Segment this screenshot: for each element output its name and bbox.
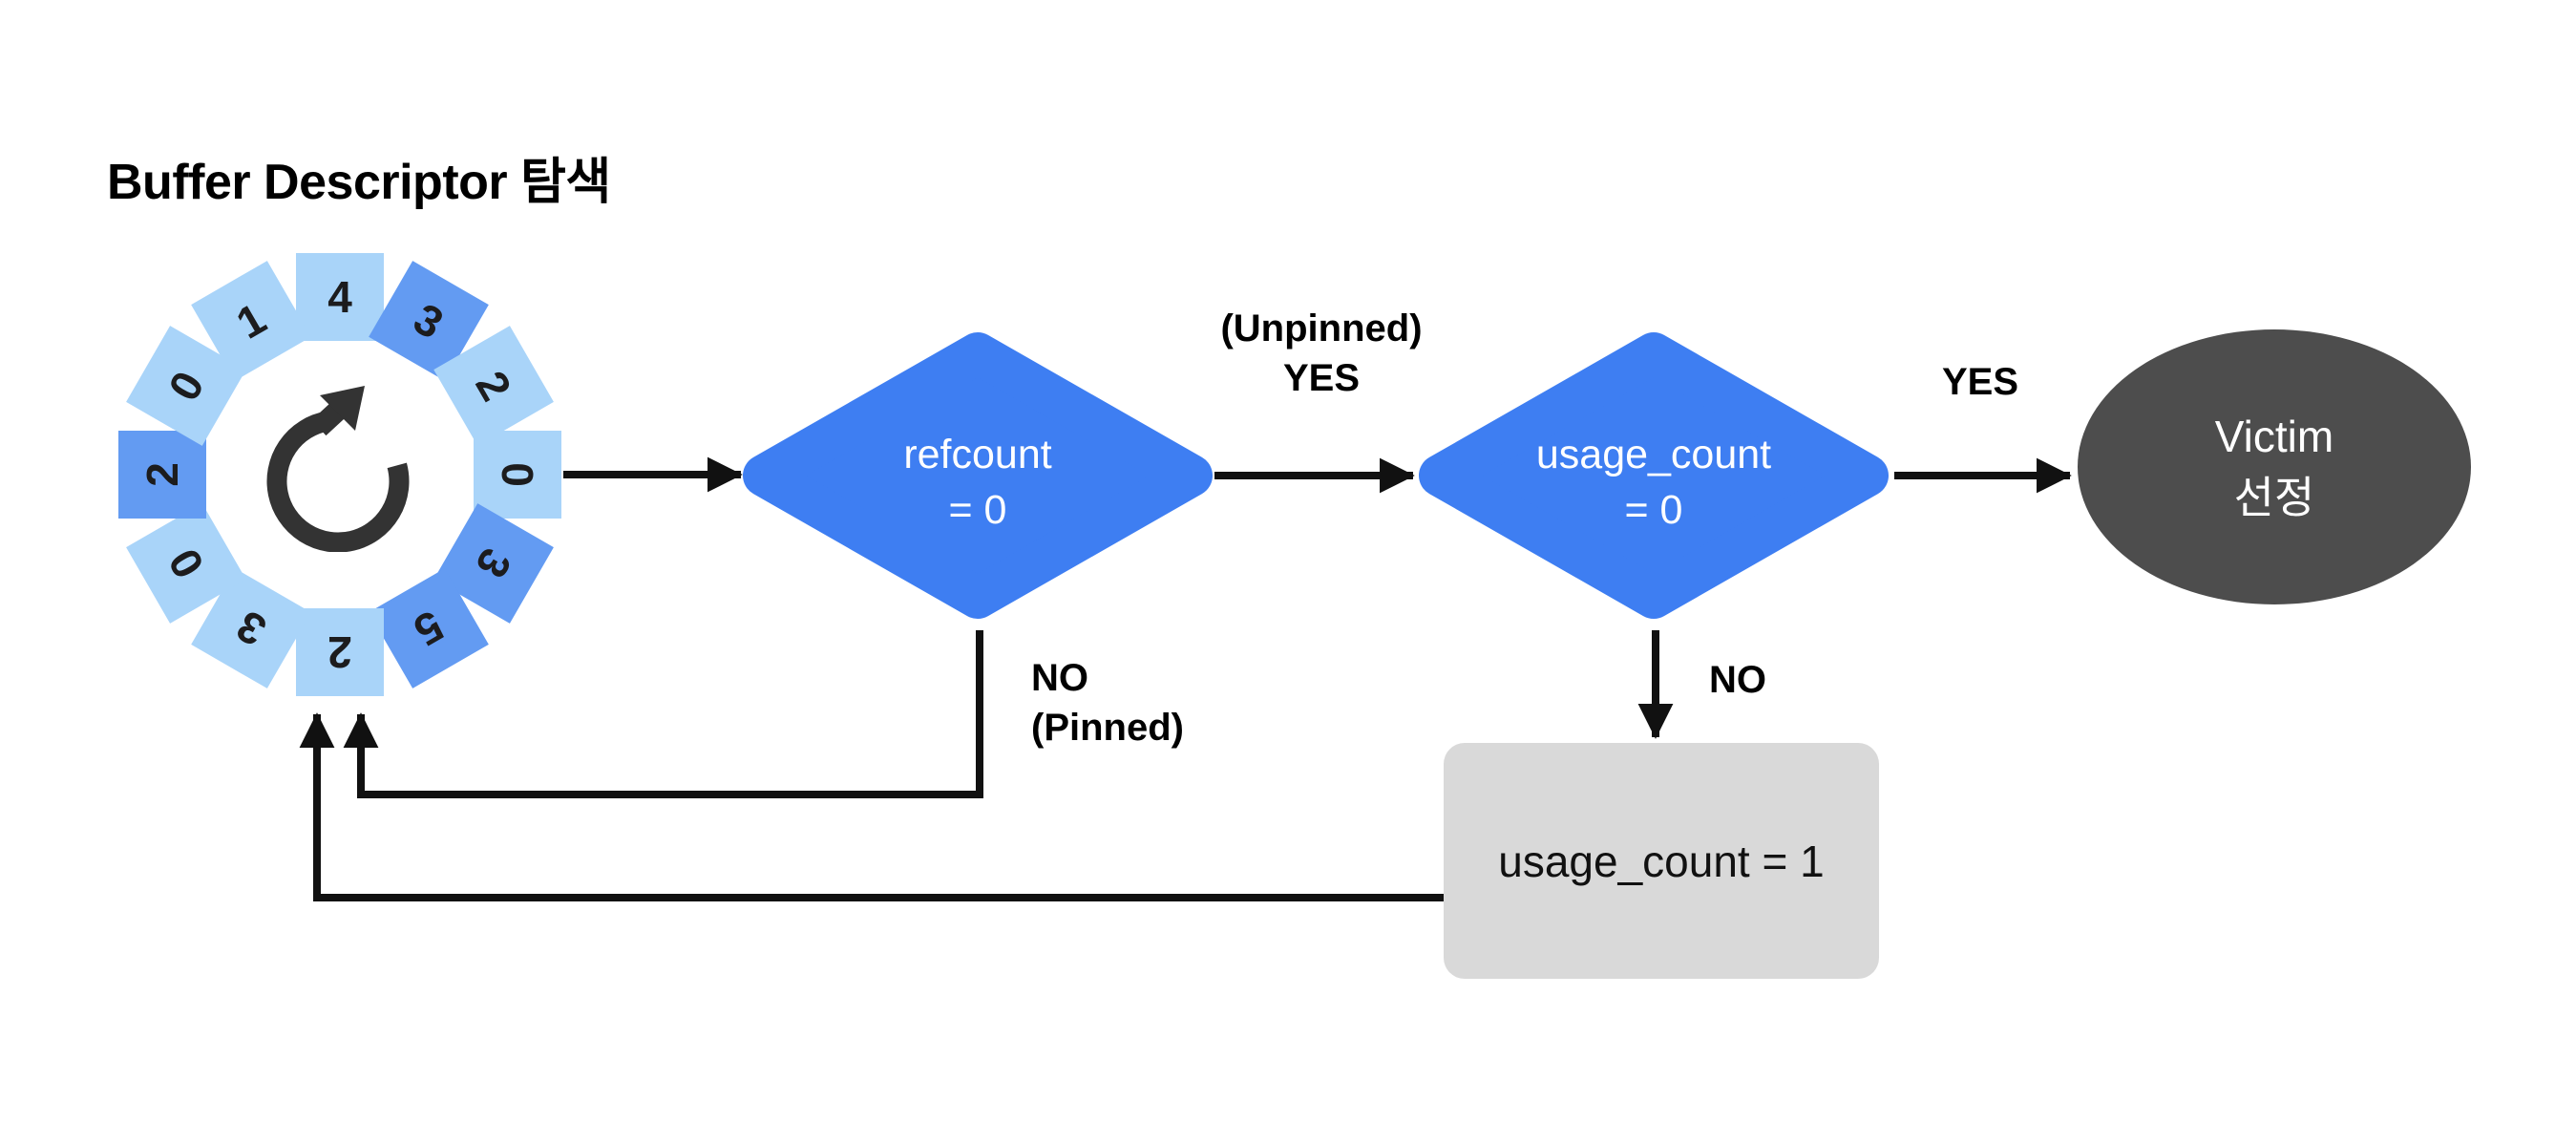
no-pinned-line1: NO bbox=[1031, 657, 1088, 699]
edge-usageset-return-to-clock bbox=[299, 712, 1444, 901]
clock-slot: 2 bbox=[296, 608, 384, 696]
refcount-line1: refcount bbox=[903, 432, 1052, 477]
clock-slot: 0 bbox=[474, 431, 561, 519]
refcount-diamond bbox=[743, 332, 1213, 619]
usageset-label: usage_count = 1 bbox=[1498, 836, 1825, 886]
victim-line2: 선정 bbox=[2233, 473, 2315, 522]
victim-line1: Victim bbox=[2214, 412, 2334, 461]
usagecount-line2: = 0 bbox=[1624, 487, 1683, 533]
usagecount-line1: usage_count bbox=[1535, 432, 1772, 477]
unpinned-line1: (Unpinned) bbox=[1220, 307, 1423, 350]
refcount-line2: = 0 bbox=[948, 487, 1007, 533]
victim-node: Victim 선정 bbox=[2078, 329, 2471, 604]
usageset-node: usage_count = 1 bbox=[1444, 743, 1879, 979]
edge-label-unpinned-yes: (Unpinned) YES bbox=[1178, 304, 1465, 403]
usagecount-diamond-label: usage_count = 0 bbox=[1419, 332, 1889, 619]
edge-label-yes: YES bbox=[1941, 361, 2019, 403]
unpinned-line2: YES bbox=[1282, 357, 1361, 399]
refcount-diamond-label: refcount = 0 bbox=[743, 332, 1213, 619]
usagecount-diamond bbox=[1419, 332, 1889, 619]
clock-slot: 2 bbox=[118, 431, 206, 519]
clockwise-rotate-icon bbox=[266, 386, 410, 552]
edge-pinned-return-to-clock bbox=[343, 630, 983, 798]
page-title: Buffer Descriptor 탐색 bbox=[107, 155, 611, 210]
edge-label-no: NO bbox=[1709, 659, 1766, 701]
clock-slot: 4 bbox=[296, 253, 384, 341]
no-pinned-line2: (Pinned) bbox=[1031, 707, 1184, 749]
edge-label-no-pinned: NO (Pinned) bbox=[1031, 653, 1184, 752]
